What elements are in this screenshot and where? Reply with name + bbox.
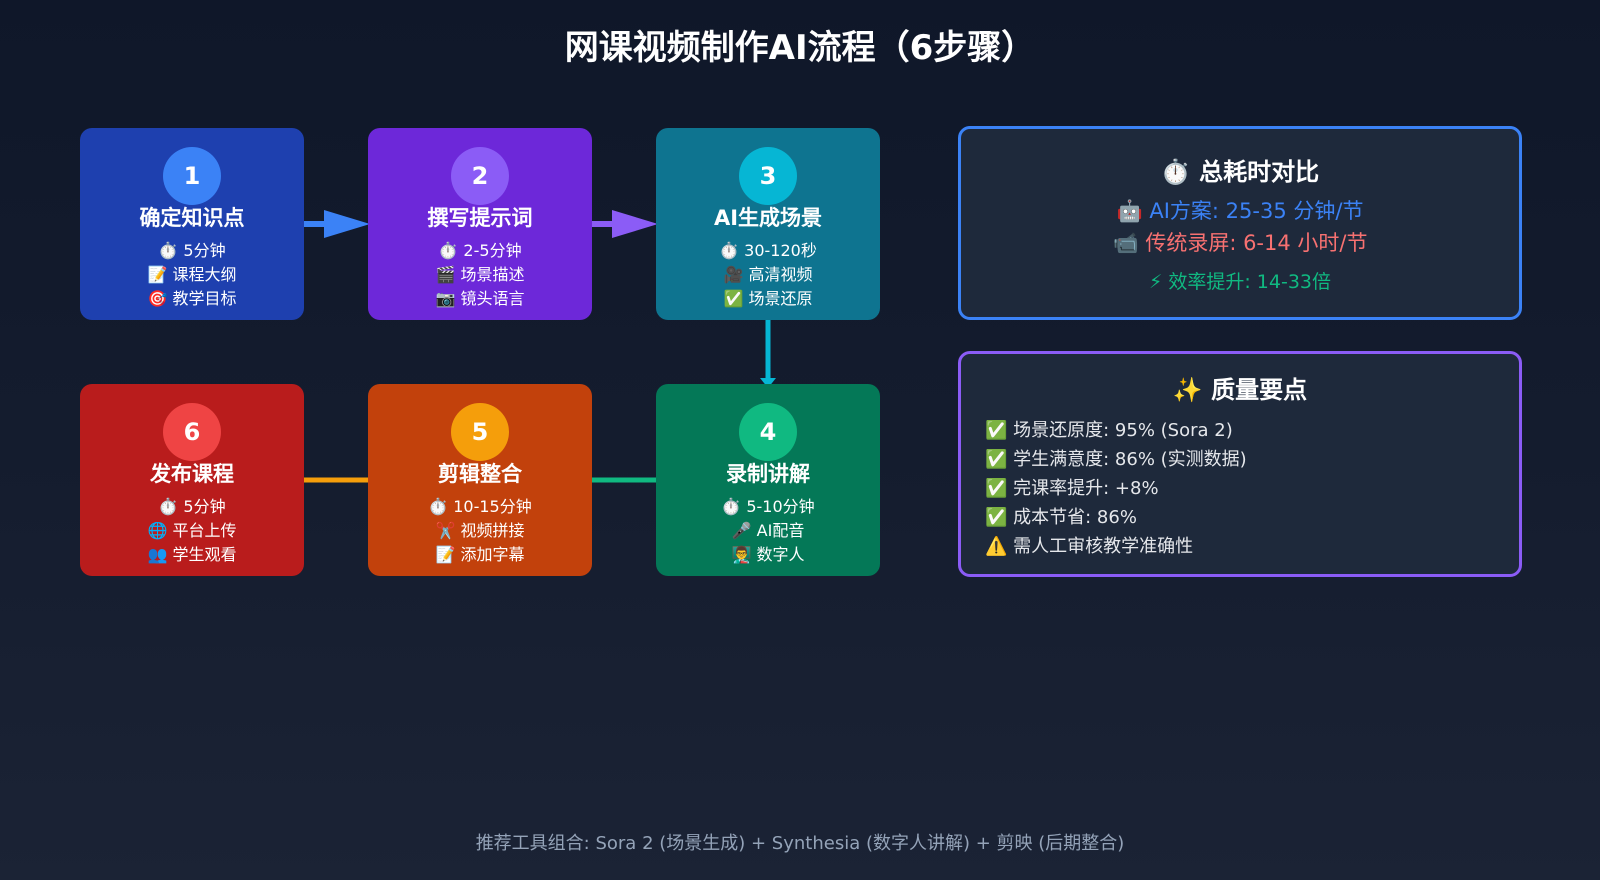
footer-tools-note: 推荐工具组合: Sora 2 (场景生成) + Synthesia (数字人讲解… — [475, 833, 1125, 854]
arrow-1-to-2-head — [324, 210, 370, 238]
quality-item: ✅ 完课率提升: +8% — [985, 478, 1159, 499]
step-card-1: 1 确定知识点 ⏱️ 5分钟 📝 课程大纲 🎯 教学目标 — [80, 128, 304, 320]
step-title: 剪辑整合 — [438, 462, 522, 486]
step-title: 确定知识点 — [139, 206, 245, 230]
step-detail: 📝 课程大纲 — [147, 265, 237, 284]
step-detail: 🎥 高清视频 — [723, 265, 813, 284]
step-number-badge: 2 — [451, 147, 509, 205]
step-number-badge: 1 — [163, 147, 221, 205]
step-detail: 📝 添加字幕 — [435, 545, 525, 564]
quality-panel: ✨ 质量要点 ✅ 场景还原度: 95% (Sora 2) ✅ 学生满意度: 86… — [958, 351, 1522, 577]
step-detail: 👨‍🏫 数字人 — [731, 545, 805, 564]
arrow-2-to-3-head — [612, 210, 658, 238]
step-detail: 🎯 教学目标 — [147, 289, 237, 308]
step-number-badge: 4 — [739, 403, 797, 461]
step-title: 发布课程 — [150, 462, 234, 486]
step-detail: ⏱️ 30-120秒 — [719, 241, 817, 260]
step-detail: ⏱️ 5-10分钟 — [721, 497, 815, 516]
step-detail: ✅ 场景还原 — [723, 289, 813, 308]
step-detail: ⏱️ 2-5分钟 — [438, 241, 522, 260]
time-comparison-panel: ⏱️ 总耗时对比 🤖 AI方案: 25-35 分钟/节 📹 传统录屏: 6-14… — [958, 126, 1522, 320]
step-detail: 📷 镜头语言 — [435, 289, 525, 308]
step-card-4: 4 录制讲解 ⏱️ 5-10分钟 🎤 AI配音 👨‍🏫 数字人 — [656, 384, 880, 576]
step-detail: 👥 学生观看 — [147, 545, 237, 564]
page-title: 网课视频制作AI流程（6步骤） — [564, 28, 1036, 68]
step-detail: 🎤 AI配音 — [731, 521, 805, 540]
ai-time-line: 🤖 AI方案: 25-35 分钟/节 — [1116, 199, 1364, 223]
step-card-2: 2 撰写提示词 ⏱️ 2-5分钟 🎬 场景描述 📷 镜头语言 — [368, 128, 592, 320]
step-title: AI生成场景 — [713, 206, 823, 230]
step-detail: 🎬 场景描述 — [435, 265, 525, 284]
traditional-time-line: 📹 传统录屏: 6-14 小时/节 — [1112, 231, 1368, 255]
quality-panel-title: ✨ 质量要点 — [1172, 376, 1308, 404]
quality-item: ✅ 场景还原度: 95% (Sora 2) — [985, 420, 1233, 441]
step-detail: ⏱️ 5分钟 — [158, 497, 226, 516]
time-panel-title: ⏱️ 总耗时对比 — [1160, 158, 1320, 186]
efficiency-line: ⚡ 效率提升: 14-33倍 — [1148, 271, 1332, 293]
quality-item: ✅ 成本节省: 86% — [985, 507, 1137, 528]
step-title: 撰写提示词 — [427, 206, 533, 230]
step-detail: ⏱️ 5分钟 — [158, 241, 226, 260]
quality-item: ✅ 学生满意度: 86% (实测数据) — [985, 449, 1247, 470]
step-detail: ⏱️ 10-15分钟 — [428, 497, 532, 516]
arrow-3-to-4-head — [760, 378, 776, 388]
step-detail: 🌐 平台上传 — [147, 521, 237, 540]
step-title: 录制讲解 — [726, 462, 810, 486]
step-number-badge: 5 — [451, 403, 509, 461]
quality-warning: ⚠️ 需人工审核教学准确性 — [985, 536, 1194, 557]
step-detail: ✂️ 视频拼接 — [435, 521, 525, 540]
step-number-badge: 6 — [163, 403, 221, 461]
step-card-3: 3 AI生成场景 ⏱️ 30-120秒 🎥 高清视频 ✅ 场景还原 — [656, 128, 880, 320]
step-number-badge: 3 — [739, 147, 797, 205]
step-card-6: 6 发布课程 ⏱️ 5分钟 🌐 平台上传 👥 学生观看 — [80, 384, 304, 576]
step-card-5: 5 剪辑整合 ⏱️ 10-15分钟 ✂️ 视频拼接 📝 添加字幕 — [368, 384, 592, 576]
